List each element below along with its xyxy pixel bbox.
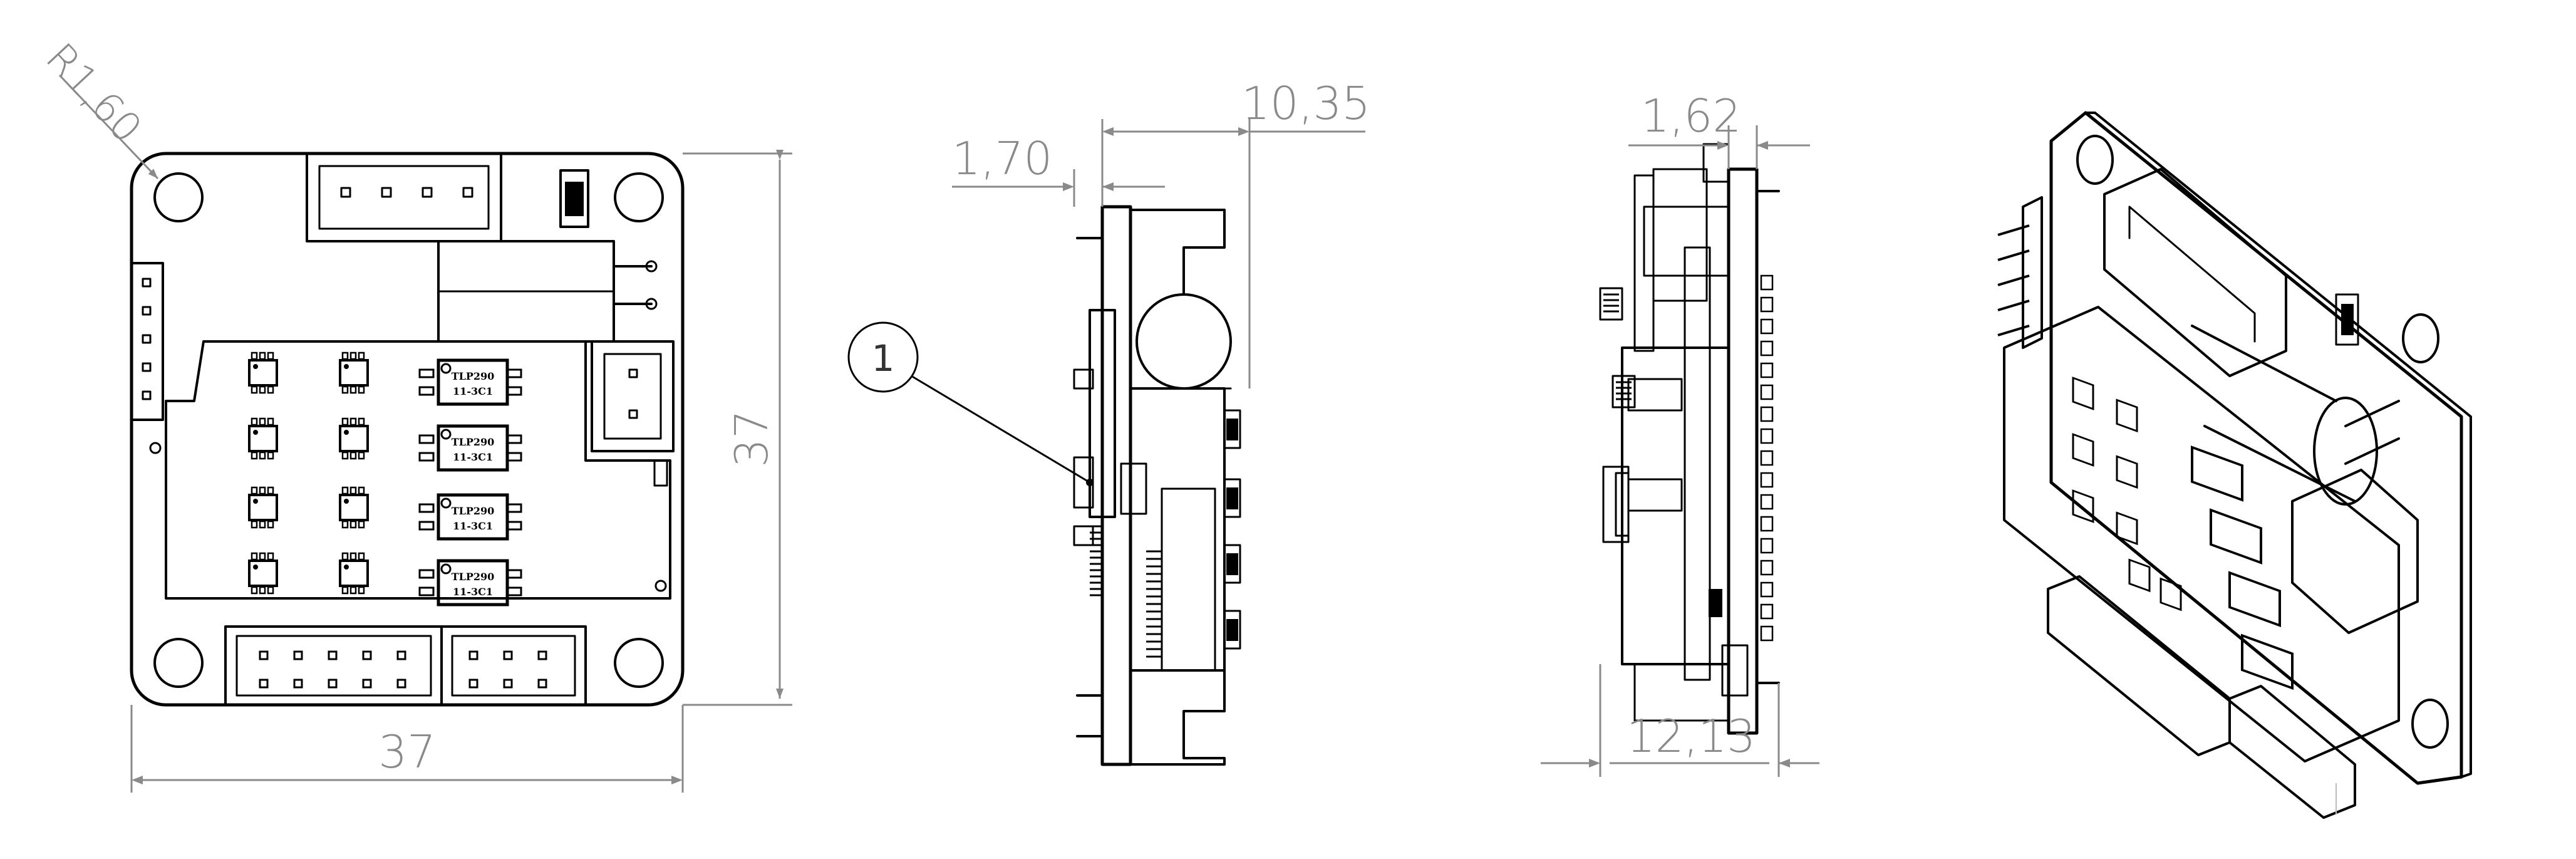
board-outline	[130, 152, 685, 707]
inner-board-outline	[165, 340, 671, 600]
optocoupler-column: TLP29011-3C1TLP29011-3C1TLP29011-3C1TLP2…	[418, 358, 522, 607]
iso-top-connector	[2103, 168, 2287, 377]
rear-offset-label: 1,62	[1641, 90, 1741, 142]
bottom-connectors	[224, 625, 587, 706]
capacitor-block	[437, 240, 658, 343]
balloon-circle	[847, 321, 919, 393]
rear-offset-dimension: 1,62	[1628, 90, 1810, 169]
height-label: 37	[725, 410, 778, 467]
width-dimension: 37	[130, 705, 684, 793]
smd-ic	[248, 351, 278, 394]
right-connector	[591, 340, 675, 452]
iso-base-plate	[2049, 111, 2463, 785]
led-body	[565, 182, 584, 216]
side-offset-dimension: 1,70	[952, 132, 1165, 207]
iso-capacitor	[2313, 397, 2378, 506]
side-pcb-edge	[1100, 205, 1132, 766]
mounting-hole-tr	[614, 172, 664, 222]
smd-ic	[339, 351, 369, 394]
chip-label-2: 11-3C1	[453, 385, 493, 397]
iso-daughter-board	[2003, 306, 2400, 763]
rear-depth-dimension: 12,13	[1541, 664, 1819, 777]
rear-view: 1,62 12,13	[1541, 90, 1819, 777]
radius-dimension: R1,60	[36, 34, 159, 180]
mounting-hole-bl	[153, 638, 204, 688]
smd-ic	[248, 552, 278, 595]
side-depth-dimension: 10,35	[1101, 77, 1370, 388]
optocoupler-chip: TLP290 11-3C1	[418, 559, 522, 607]
front-view: TLP29011-3C1TLP29011-3C1TLP29011-3C1TLP2…	[36, 34, 792, 793]
chip-label-2: 11-3C1	[453, 451, 493, 463]
mounting-hole-tl	[153, 172, 204, 222]
radius-label: R1,60	[36, 34, 150, 152]
chip-label-1: TLP290	[452, 436, 495, 448]
chip-label-1: TLP290	[452, 505, 495, 517]
balloon-number: 1	[872, 337, 895, 380]
balloon-callout: 1	[847, 321, 1094, 486]
smd-ic	[339, 552, 369, 595]
optocoupler-chip: TLP290 11-3C1	[418, 424, 522, 472]
side-view: 1 10,35 1,70	[847, 77, 1370, 766]
chip-label-1: TLP290	[452, 571, 495, 583]
mounting-hole-br	[614, 638, 664, 688]
height-dimension: 37	[683, 150, 792, 706]
led-component	[559, 169, 589, 228]
rear-pcb-edge	[1727, 167, 1759, 735]
chip-label-1: TLP290	[452, 370, 495, 382]
isometric-view	[1997, 111, 2472, 819]
smd-ic	[248, 486, 278, 529]
optocoupler-chip: TLP290 11-3C1	[418, 358, 522, 406]
chip-label-2: 11-3C1	[453, 586, 493, 598]
smd-ic	[339, 486, 369, 529]
smd-ic-grid	[248, 351, 369, 595]
chip-label-2: 11-3C1	[453, 520, 493, 532]
side-capacitor	[1135, 293, 1232, 390]
left-header	[130, 262, 164, 421]
side-offset-label: 1,70	[952, 132, 1052, 185]
side-depth-label: 10,35	[1241, 77, 1370, 130]
smd-ic	[339, 417, 369, 460]
rear-depth-label: 12,13	[1627, 710, 1756, 763]
optocoupler-chip: TLP290 11-3C1	[418, 493, 522, 541]
top-connector	[306, 152, 502, 242]
smd-ic	[248, 417, 278, 460]
width-label: 37	[378, 726, 436, 778]
